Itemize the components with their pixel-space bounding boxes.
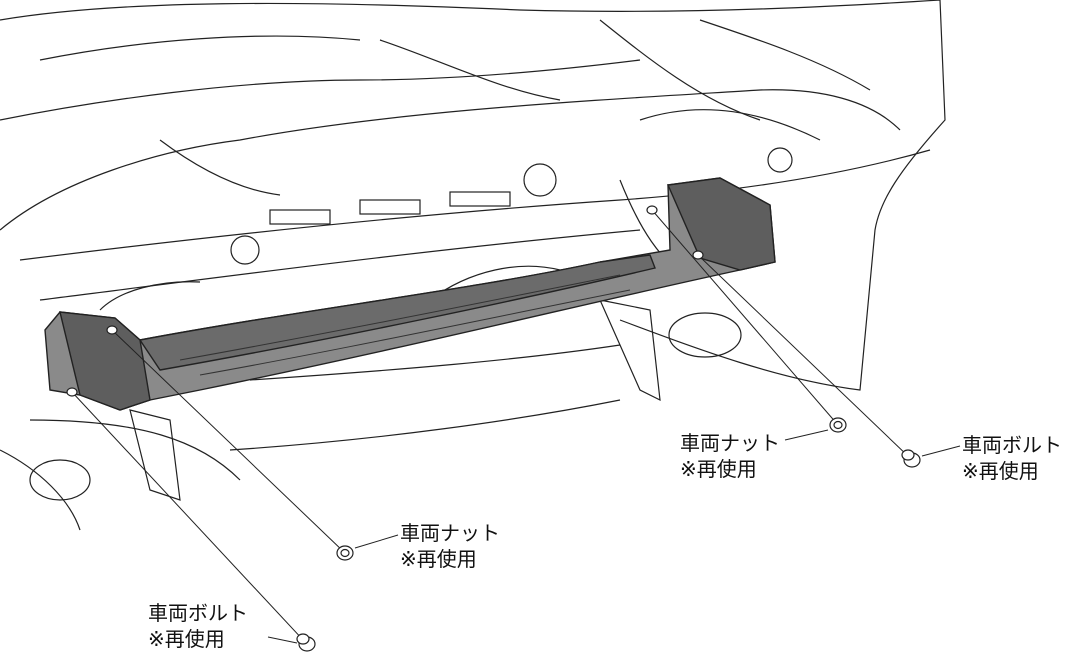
nut-left-icon [336,545,354,561]
nut-right-icon [829,417,847,433]
nut-left-note: ※再使用 [400,547,477,571]
bolt-left-label: 車両ボルト [148,601,248,625]
callout-bolt-left: 車両ボルト ※再使用 [148,600,248,652]
callout-nut-left: 車両ナット ※再使用 [400,520,500,572]
nut-left-label: 車両ナット [400,521,500,545]
bolt-right-label: 車両ボルト [962,433,1062,457]
bolt-right-note: ※再使用 [962,459,1039,483]
nut-right-note: ※再使用 [680,457,757,481]
callout-bolt-right: 車両ボルト ※再使用 [962,432,1062,484]
bolt-left-icon [296,633,316,652]
mounting-studs [66,205,704,397]
callout-nut-right: 車両ナット ※再使用 [680,430,780,482]
bolt-right-icon [901,449,921,468]
nut-right-label: 車両ナット [680,431,780,455]
bumper-reinforcement [44,177,776,411]
bolt-left-note: ※再使用 [148,627,225,651]
callout-leaders [267,429,961,644]
vehicle-body [0,0,946,531]
fastener-axis-lines [71,209,911,643]
